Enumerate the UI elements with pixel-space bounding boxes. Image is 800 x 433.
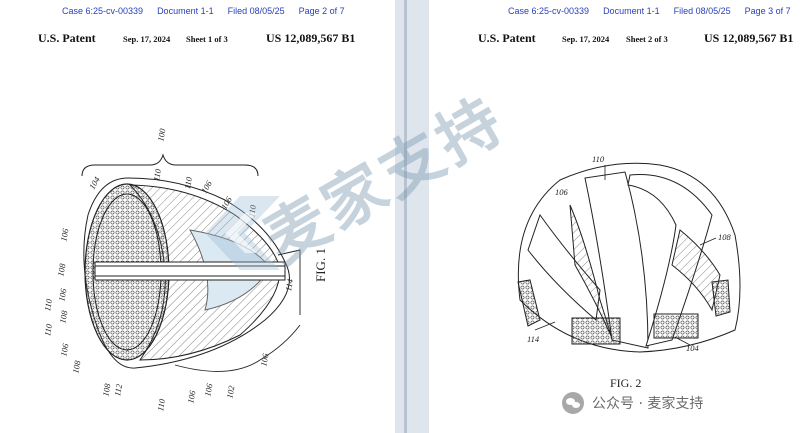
ref-label-114: 114 [283, 278, 296, 292]
patent-title: U.S. Patent [478, 31, 536, 45]
fig2-band-cross [627, 174, 713, 347]
case-number: Case 6:25-cv-00339 [62, 6, 144, 16]
fig1-bracket-100 [81, 153, 259, 177]
patent-number: US 12,089,567 B1 [704, 31, 794, 45]
fig2-cushion-rear [711, 279, 731, 317]
footer-text: 公众号 · 麦家支持 [592, 396, 704, 412]
page-number: Page 3 of 7 [744, 6, 791, 16]
ref-label-110: 110 [592, 154, 605, 164]
fig2-cushion-side [517, 279, 541, 327]
fig2-hatch-panel-right [671, 229, 721, 312]
filed-date: Filed 08/05/25 [673, 6, 731, 16]
ref-label-108: 108 [718, 232, 731, 242]
viewer-gutter [395, 0, 429, 433]
fig1-bracket-114 [277, 249, 301, 315]
fig2-band-front [584, 171, 649, 349]
wechat-footer: 公众号 · 麦家支持 [562, 391, 703, 415]
figure-label-fig2: FIG. 2 [610, 376, 642, 390]
document-number: Document 1-1 [603, 6, 660, 16]
filed-date: Filed 08/05/25 [227, 6, 285, 16]
patent-number: US 12,089,567 B1 [266, 31, 356, 45]
ref-label-110: 110 [155, 398, 168, 412]
fig2-cushion-right [653, 313, 699, 339]
sheet-number: Sheet 2 of 3 [626, 34, 668, 44]
ref-label-110: 110 [42, 323, 55, 337]
ref-label-110: 110 [151, 168, 164, 182]
ref-label-106: 106 [555, 187, 568, 197]
patent-date: Sep. 17, 2024 [562, 34, 610, 44]
ref-label-110: 110 [42, 298, 55, 312]
patent-title: U.S. Patent [38, 31, 96, 45]
sheet-number: Sheet 1 of 3 [186, 34, 228, 44]
fig2-cushion-front [571, 317, 621, 345]
ref-label-112: 112 [112, 383, 125, 397]
case-number: Case 6:25-cv-00339 [508, 6, 590, 16]
ref-label-110: 110 [182, 176, 195, 190]
court-header-right: Case 6:25-cv-00339 Document 1-1 Filed 08/0… [508, 6, 800, 16]
watermark-logo-icon [205, 196, 280, 270]
document-number: Document 1-1 [157, 6, 214, 16]
fig1-bracket-102 [174, 324, 301, 372]
ref-label-114: 114 [527, 334, 540, 344]
court-header-left: Case 6:25-cv-00339 Document 1-1 Filed 08/0… [62, 6, 359, 16]
viewer-divider [404, 0, 407, 433]
fig2-drawing [517, 162, 741, 353]
wechat-icon [562, 392, 584, 414]
ref-label-104: 104 [686, 343, 699, 353]
page-number: Page 2 of 7 [298, 6, 345, 16]
patent-date: Sep. 17, 2024 [123, 34, 171, 44]
